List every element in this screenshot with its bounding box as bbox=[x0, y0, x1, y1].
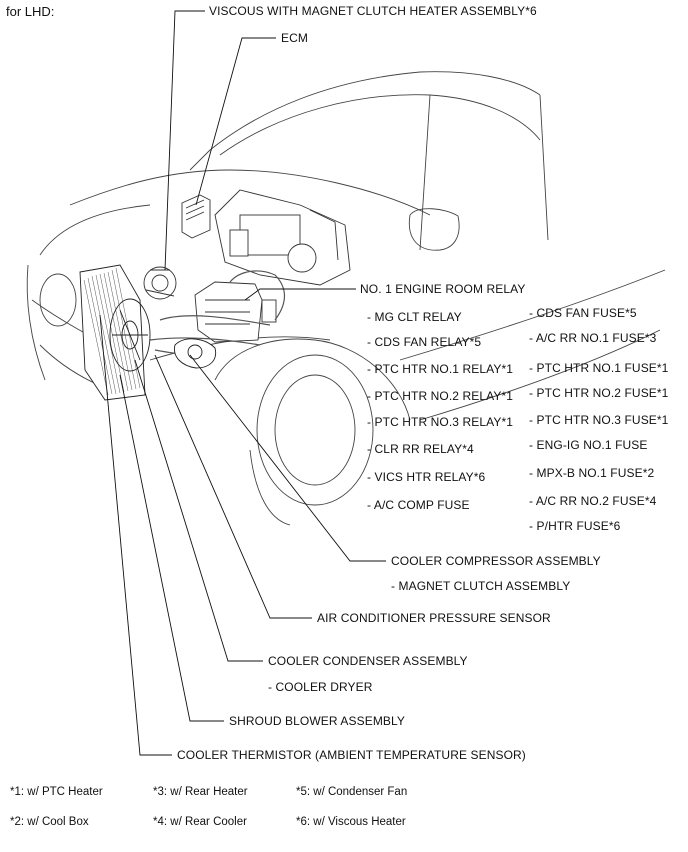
relay-item: - PTC HTR NO.1 RELAY*1 bbox=[367, 362, 514, 376]
callout-compressor: COOLER COMPRESSOR ASSEMBLY bbox=[391, 554, 601, 568]
relay-item: - MG CLT RELAY bbox=[367, 310, 462, 324]
relay-box bbox=[194, 281, 277, 343]
relay-item: - PTC HTR NO.2 RELAY*1 bbox=[367, 389, 514, 403]
fuse-item: - A/C RR NO.1 FUSE*3 bbox=[529, 331, 657, 345]
fuse-item: - CDS FAN FUSE*5 bbox=[529, 306, 637, 320]
fuse-item: - A/C RR NO.2 FUSE*4 bbox=[529, 494, 657, 508]
callout-magnet-clutch: - MAGNET CLUTCH ASSEMBLY bbox=[391, 579, 571, 593]
relay-item: - CDS FAN RELAY*5 bbox=[367, 335, 482, 349]
footnote: *6: w/ Viscous Heater bbox=[296, 816, 406, 828]
fuse-item: - ENG-IG NO.1 FUSE bbox=[529, 438, 648, 452]
callout-thermistor: COOLER THERMISTOR (AMBIENT TEMPERATURE S… bbox=[177, 748, 526, 762]
callout-shroud-blower: SHROUD BLOWER ASSEMBLY bbox=[229, 714, 406, 728]
relay-item: - A/C COMP FUSE bbox=[367, 498, 470, 512]
fuse-item: - P/HTR FUSE*6 bbox=[529, 519, 621, 533]
fuse-item: - MPX-B NO.1 FUSE*2 bbox=[529, 466, 655, 480]
page-title: for LHD: bbox=[6, 4, 55, 19]
callout-engine-room-relay: NO. 1 ENGINE ROOM RELAY bbox=[360, 282, 526, 296]
callout-viscous-heater: VISCOUS WITH MAGNET CLUTCH HEATER ASSEMB… bbox=[209, 4, 537, 18]
condenser-fins bbox=[83, 267, 141, 396]
relay-item: - VICS HTR RELAY*6 bbox=[367, 470, 486, 484]
callout-pressure-sensor: AIR CONDITIONER PRESSURE SENSOR bbox=[317, 611, 551, 625]
relay-item: - PTC HTR NO.3 RELAY*1 bbox=[367, 415, 514, 429]
footnote: *1: w/ PTC Heater bbox=[10, 786, 103, 798]
footnote: *2: w/ Cool Box bbox=[10, 816, 89, 828]
hvac-unit bbox=[214, 189, 351, 286]
callout-ecm: ECM bbox=[281, 31, 308, 45]
fuse-item: - PTC HTR NO.2 FUSE*1 bbox=[529, 386, 669, 400]
shroud-blower bbox=[109, 298, 151, 372]
ecm-box bbox=[181, 194, 211, 239]
footnote: *5: w/ Condenser Fan bbox=[296, 786, 408, 798]
callout-dryer: - COOLER DRYER bbox=[268, 680, 373, 694]
fuse-item: - PTC HTR NO.3 FUSE*1 bbox=[529, 413, 669, 427]
fuse-item: - PTC HTR NO.1 FUSE*1 bbox=[529, 361, 669, 375]
compressor bbox=[174, 338, 217, 369]
callout-condenser: COOLER CONDENSER ASSEMBLY bbox=[268, 654, 468, 668]
viscous-clutch bbox=[143, 266, 177, 300]
footnote: *3: w/ Rear Heater bbox=[153, 786, 248, 798]
relay-item: - CLR RR RELAY*4 bbox=[367, 442, 474, 456]
footnote: *4: w/ Rear Cooler bbox=[153, 816, 247, 828]
leader-lines bbox=[99, 10, 386, 756]
